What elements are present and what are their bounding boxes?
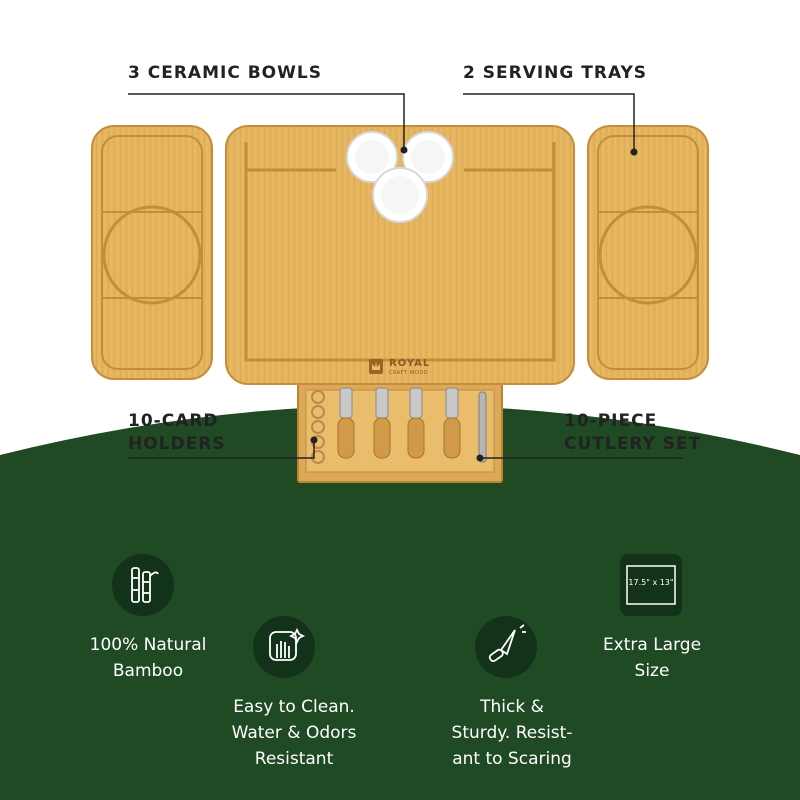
cutlery-set: [337, 387, 487, 463]
callout-cutlery-set: 10-PIECE CUTLERY SET: [564, 410, 701, 456]
feature-text-line: Easy to Clean.: [233, 697, 355, 717]
main-board: [225, 125, 575, 385]
feature-easy-to-clean: Easy to Clean. Water & Odors Resistant: [209, 694, 379, 772]
size-icon: [620, 554, 682, 616]
feature-text-line: Water & Odors: [231, 723, 357, 743]
feature-text-line: 100% Natural: [89, 635, 207, 655]
callout-card-holders-line2: HOLDERS: [128, 434, 226, 454]
knife-icon: [475, 616, 537, 678]
cutlery-drawer: [297, 383, 503, 483]
feature-natural-bamboo: 100% Natural Bamboo: [63, 632, 233, 684]
feature-thick-sturdy: Thick & Sturdy. Resist- ant to Scaring: [427, 694, 597, 772]
serving-tray-right: [587, 125, 709, 380]
brand-tagline: CRAFT WOOD: [389, 370, 429, 376]
brand-name: ROYAL: [389, 358, 431, 369]
ceramic-bowls: [346, 131, 454, 223]
feature-text-line: Extra Large: [602, 635, 702, 655]
callout-card-holders: 10-CARD HOLDERS: [128, 410, 226, 456]
feature-text-line: Sturdy. Resist-: [451, 723, 573, 743]
callout-ceramic-bowls: 3 CERAMIC BOWLS: [128, 63, 322, 83]
feature-text-line: ant to Scaring: [452, 749, 572, 769]
feature-text-line: Size: [634, 661, 670, 681]
feature-text-line: Thick &: [480, 697, 544, 717]
feature-text-line: Bamboo: [112, 661, 184, 681]
hand-wipe-icon: [253, 616, 315, 678]
feature-text-line: Resistant: [254, 749, 334, 769]
bamboo-icon: [112, 554, 174, 616]
callout-dots: [310, 146, 638, 462]
callout-cutlery-line2: CUTLERY SET: [564, 434, 702, 454]
callout-card-holders-line1: 10-CARD: [128, 411, 219, 431]
callout-serving-trays: 2 SERVING TRAYS: [463, 63, 648, 83]
feature-extra-large: Extra Large Size: [567, 632, 737, 684]
card-holders: [311, 390, 325, 464]
callout-lines: [128, 93, 683, 459]
callout-cutlery-line1: 10-PIECE: [564, 411, 658, 431]
serving-tray-left: [91, 125, 213, 380]
size-badge-text: 17.5" x 13": [628, 578, 674, 587]
